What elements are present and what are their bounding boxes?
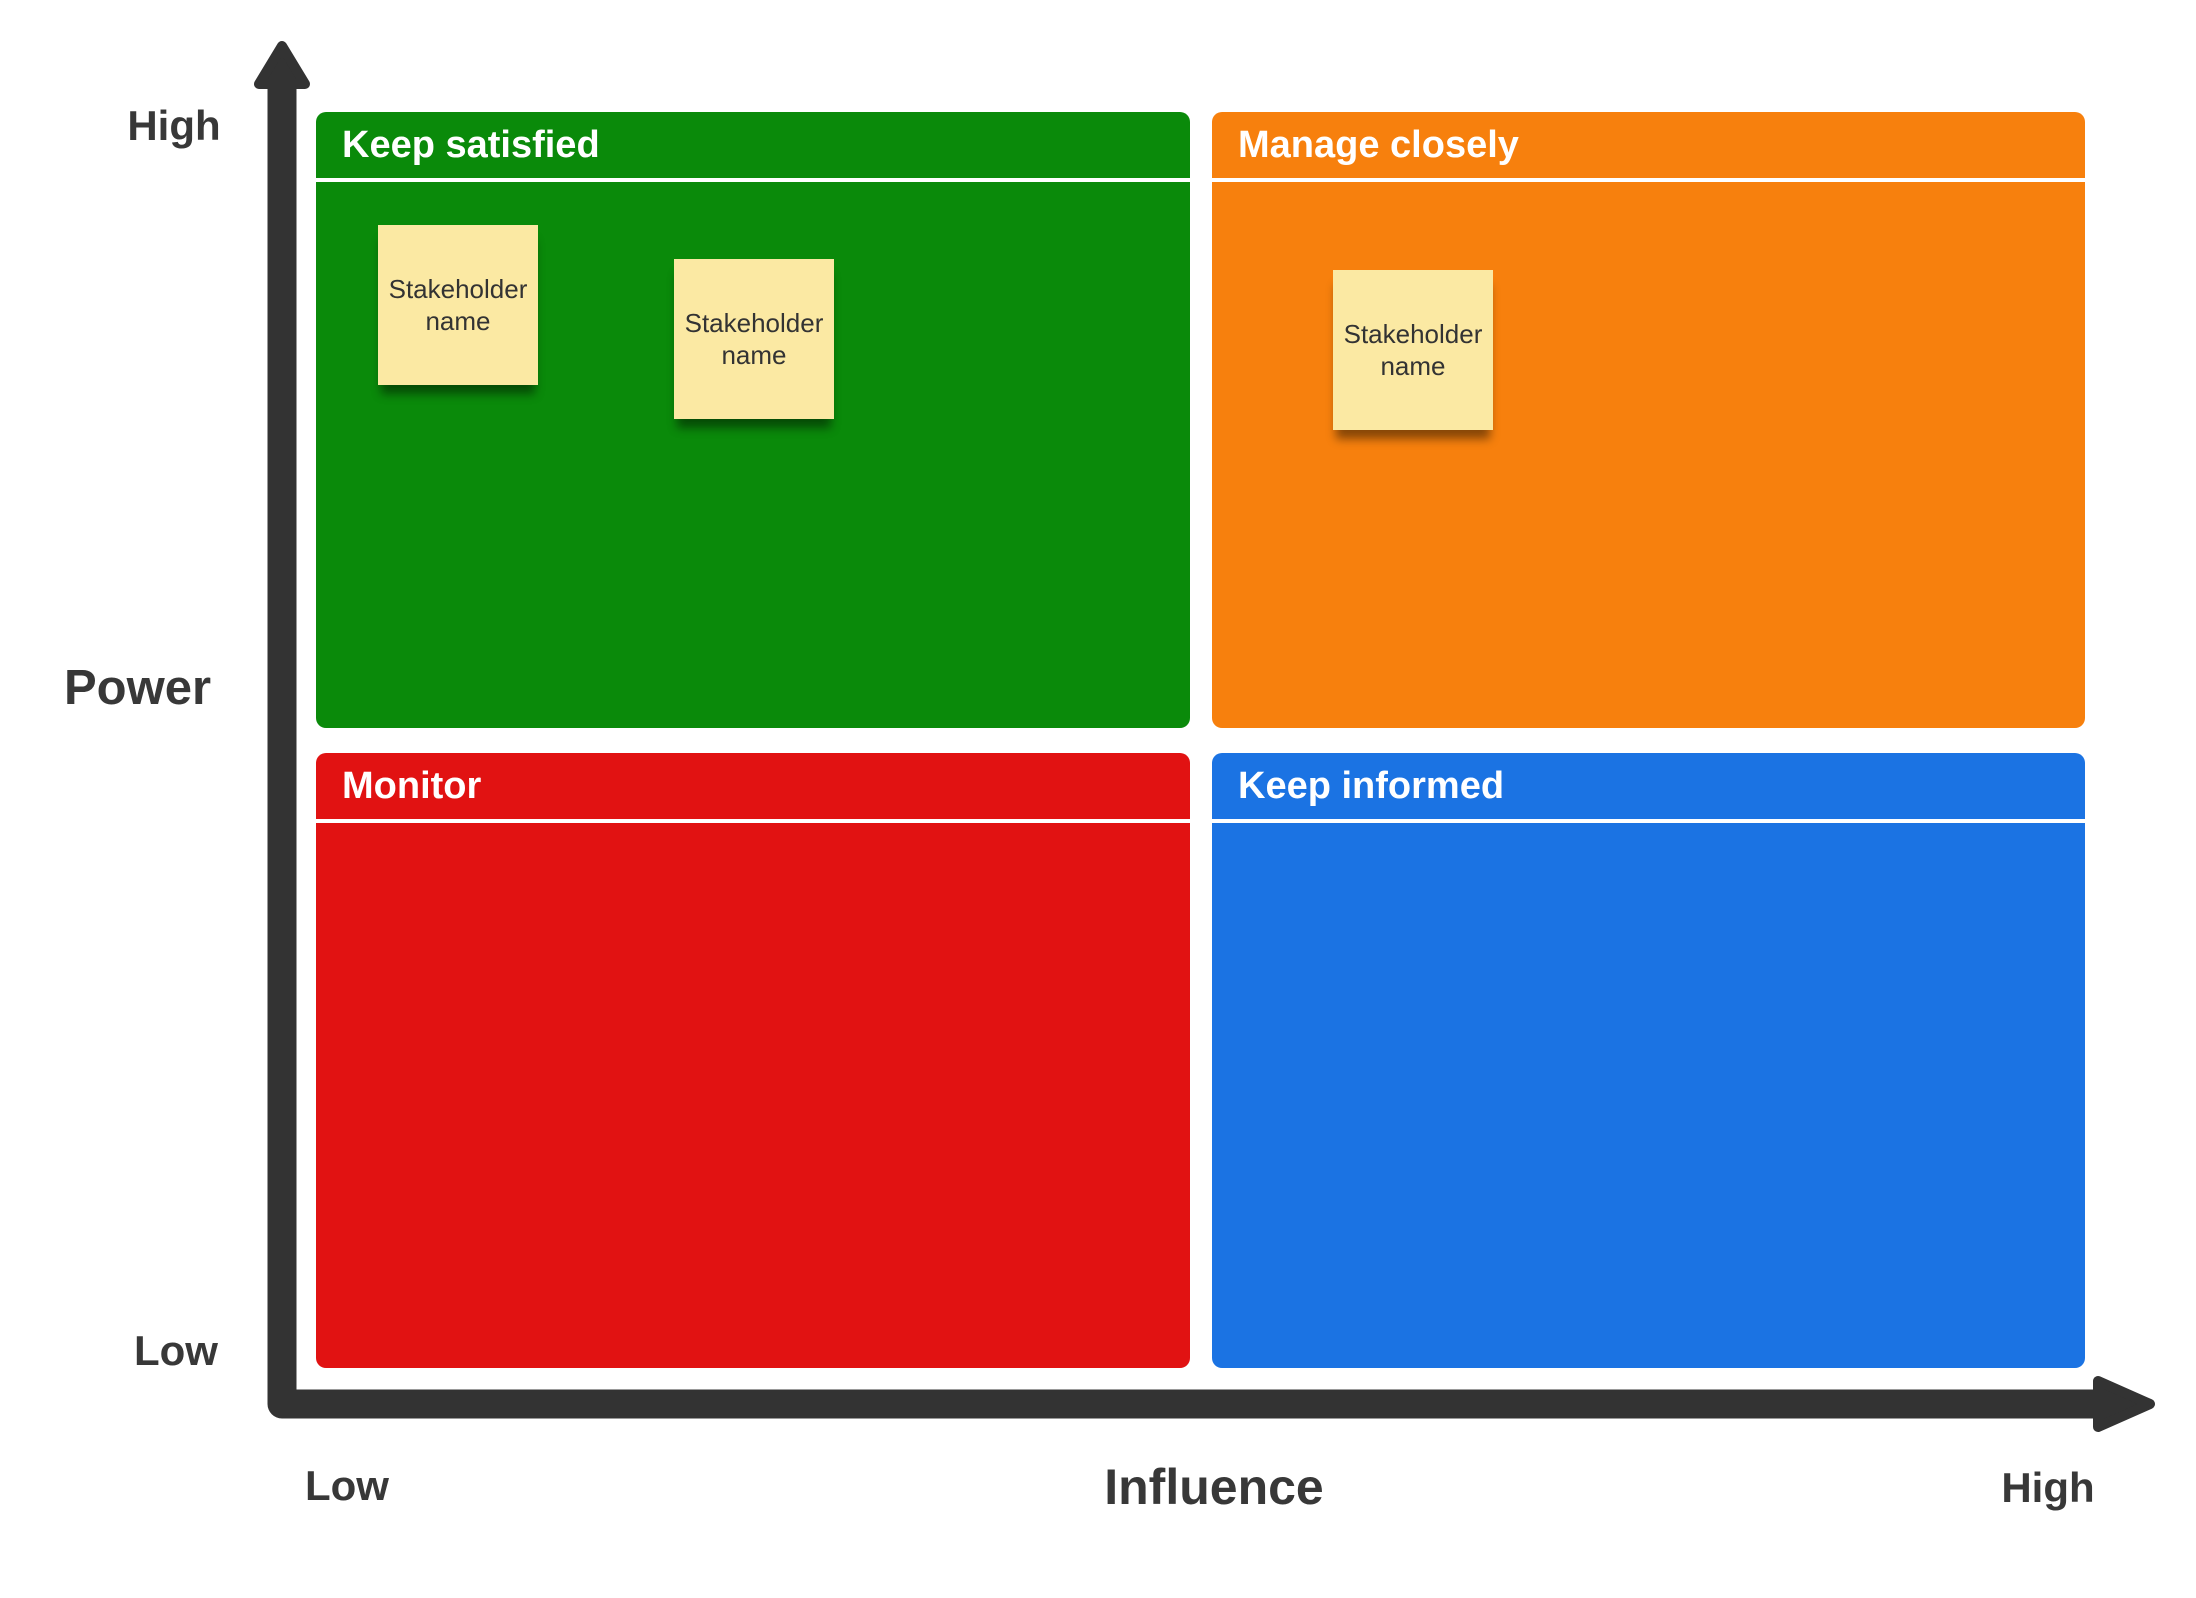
quadrant-header: Monitor [316, 753, 1190, 823]
x-axis-arrowhead-icon [2093, 1376, 2155, 1432]
x-axis-title: Influence [1104, 1459, 1324, 1515]
quadrant-title: Manage closely [1238, 123, 1519, 166]
quadrant-header: Manage closely [1212, 112, 2085, 182]
sticky-note-text: Stakeholder name [1343, 319, 1483, 381]
axis-shaft [267, 80, 2096, 1419]
quadrant-header: Keep informed [1212, 753, 2085, 823]
y-axis-title: Power [63, 661, 212, 715]
quadrant-body [316, 823, 1190, 1364]
quadrant-body: Stakeholder name Stakeholder name [316, 182, 1190, 724]
quadrant-title: Keep satisfied [342, 123, 600, 166]
sticky-note-text: Stakeholder name [684, 308, 824, 370]
quadrant-body [1212, 823, 2085, 1364]
sticky-note-1[interactable]: Stakeholder name [378, 225, 538, 385]
x-axis-low-label: Low [305, 1462, 389, 1509]
y-axis-low-label: Low [134, 1327, 218, 1374]
y-axis-arrowhead-icon [254, 41, 310, 89]
sticky-note-text: Stakeholder name [388, 274, 528, 336]
quadrant-title: Monitor [342, 764, 482, 807]
sticky-note-2[interactable]: Stakeholder name [674, 259, 834, 419]
y-axis-high-label: High [127, 102, 221, 149]
quadrant-manage-closely: Manage closely Stakeholder name [1212, 112, 2085, 728]
sticky-note-3[interactable]: Stakeholder name [1333, 270, 1493, 430]
quadrant-title: Keep informed [1238, 764, 1505, 807]
quadrant-keep-informed: Keep informed [1212, 753, 2085, 1368]
quadrant-monitor: Monitor [316, 753, 1190, 1368]
x-axis-high-label: High [2001, 1464, 2095, 1511]
quadrant-keep-satisfied: Keep satisfied Stakeholder name Stakehol… [316, 112, 1190, 728]
quadrant-header: Keep satisfied [316, 112, 1190, 182]
quadrant-body: Stakeholder name [1212, 182, 2085, 724]
